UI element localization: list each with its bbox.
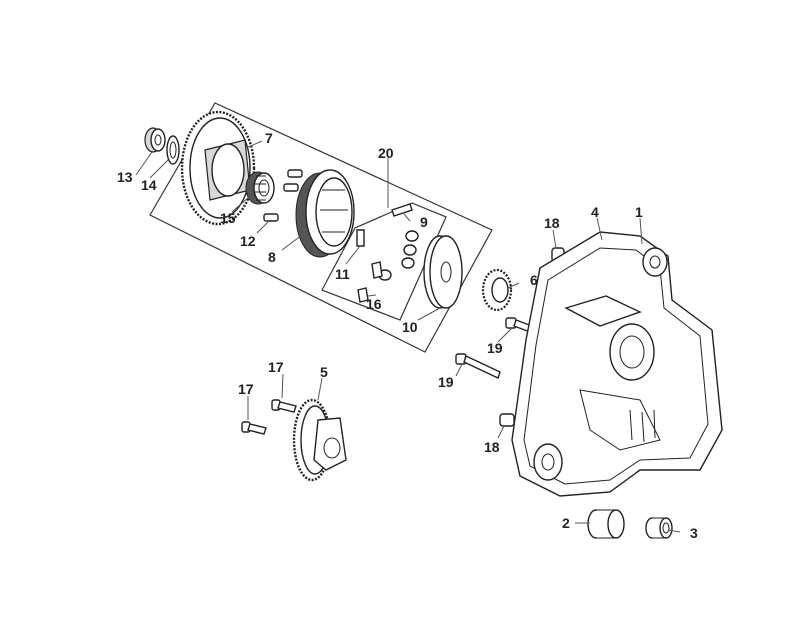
callout-15: 15 (220, 210, 236, 226)
callout-17-upper: 17 (268, 359, 284, 375)
callout-19-upper: 19 (487, 340, 503, 356)
callout-10: 10 (402, 319, 418, 335)
callout-2: 2 (562, 515, 570, 531)
part-6-idle-gear[interactable] (481, 268, 513, 312)
part-14-washer[interactable] (166, 135, 180, 165)
part-19-bolt-lower[interactable] (455, 353, 501, 379)
callout-13: 13 (117, 169, 133, 185)
callout-20: 20 (378, 145, 394, 161)
callout-3: 3 (690, 525, 698, 541)
part-7-starter-driven-gear[interactable] (180, 110, 256, 226)
callout-17-lower: 17 (238, 381, 254, 397)
part-10-clutch-plate[interactable] (423, 235, 463, 309)
callout-5: 5 (320, 364, 328, 380)
part-13-nut[interactable] (144, 127, 166, 153)
callout-11: 11 (335, 266, 350, 282)
callout-labels: 1 2 3 4 5 6 7 8 9 10 11 12 13 14 15 16 1… (117, 130, 698, 541)
callout-14: 14 (141, 177, 157, 193)
part-3-bushing[interactable] (645, 517, 673, 539)
callout-9: 9 (420, 214, 428, 230)
part-16-spring[interactable] (357, 261, 383, 303)
callout-19-lower: 19 (438, 374, 454, 390)
part-5-oil-pump[interactable] (292, 398, 347, 482)
sub-frame-9-16 (321, 202, 447, 321)
callout-4: 4 (591, 204, 599, 220)
callout-12: 12 (240, 233, 256, 249)
callout-8: 8 (268, 249, 276, 265)
callout-18-upper: 18 (544, 215, 560, 231)
part-rollers[interactable] (378, 230, 419, 281)
part-bolts-upper[interactable] (263, 169, 303, 222)
part-18-dowel-lower[interactable] (499, 413, 515, 427)
part-17-bolt-lower[interactable] (241, 421, 267, 435)
part-11-spring[interactable] (356, 229, 365, 247)
callout-16: 16 (366, 296, 382, 312)
part-15-needle-bearing[interactable] (245, 171, 275, 205)
callout-18-lower: 18 (484, 439, 500, 455)
part-17-bolt-upper[interactable] (271, 399, 297, 413)
part-9-spring[interactable] (391, 203, 413, 217)
callout-7: 7 (265, 130, 273, 146)
part-1-crankcase[interactable] (511, 231, 723, 497)
part-8-clutch-outer[interactable] (295, 169, 355, 258)
leader-lines (135, 140, 681, 533)
part-2-bushing[interactable] (587, 509, 625, 539)
callout-1: 1 (635, 204, 643, 220)
callout-6: 6 (530, 272, 538, 288)
